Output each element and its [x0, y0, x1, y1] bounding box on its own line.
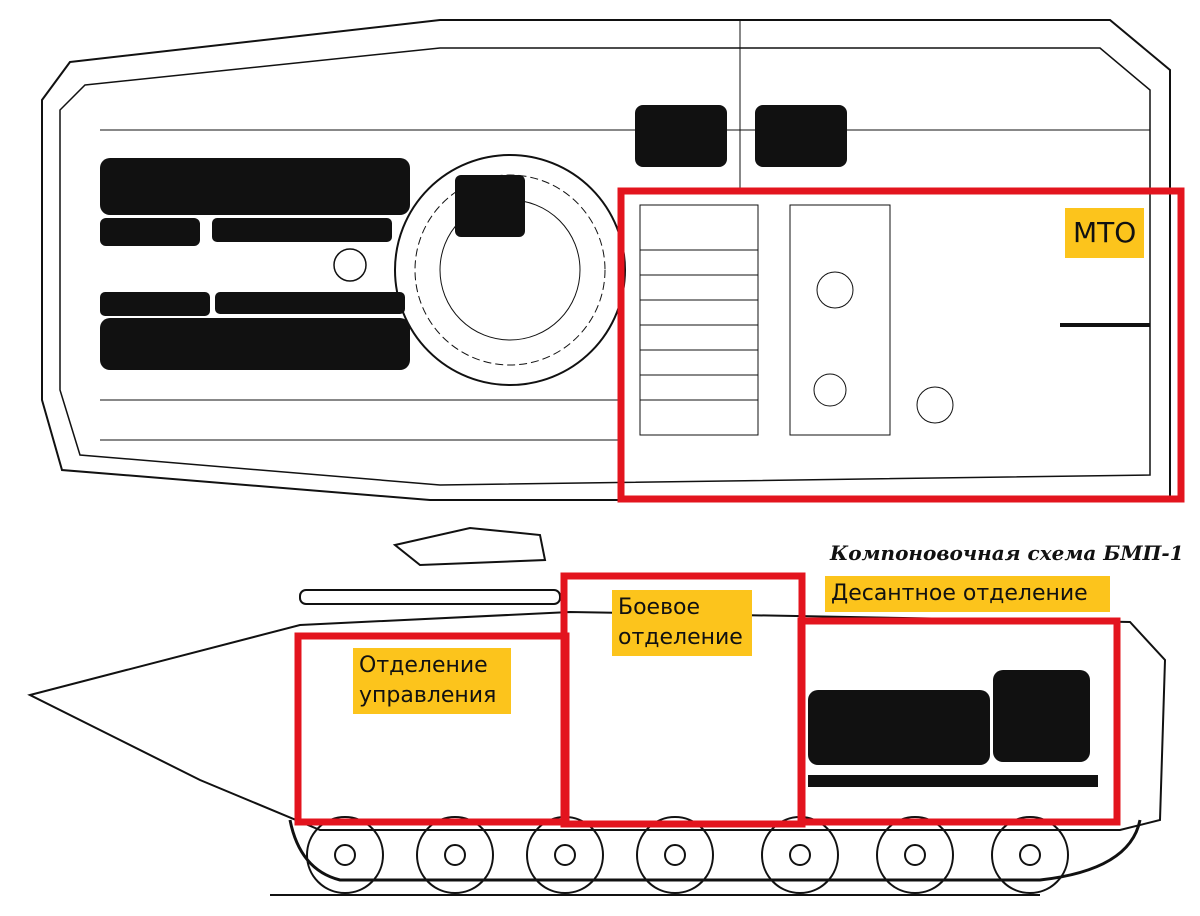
side-view-dark-panels [808, 670, 1098, 787]
engine-compartment-box [617, 187, 1185, 503]
troop-compartment-label: Десантное отделение [825, 576, 1110, 612]
road-wheels [306, 816, 1069, 894]
side-view [27, 526, 1167, 896]
compartment-highlights [294, 187, 1185, 828]
diagram-caption: Компоновочная схема БМП-1 [830, 541, 1184, 565]
engine-compartment-label: МТО [1065, 208, 1145, 258]
troop-compartment-box [797, 617, 1121, 826]
plan-view-dark-panels [100, 105, 847, 370]
fighting-compartment-label: Боевое отделение [612, 590, 752, 656]
driver-compartment-label: Отделение управления [353, 648, 511, 714]
engine-radiator [639, 204, 954, 436]
plan-view [41, 19, 1171, 501]
